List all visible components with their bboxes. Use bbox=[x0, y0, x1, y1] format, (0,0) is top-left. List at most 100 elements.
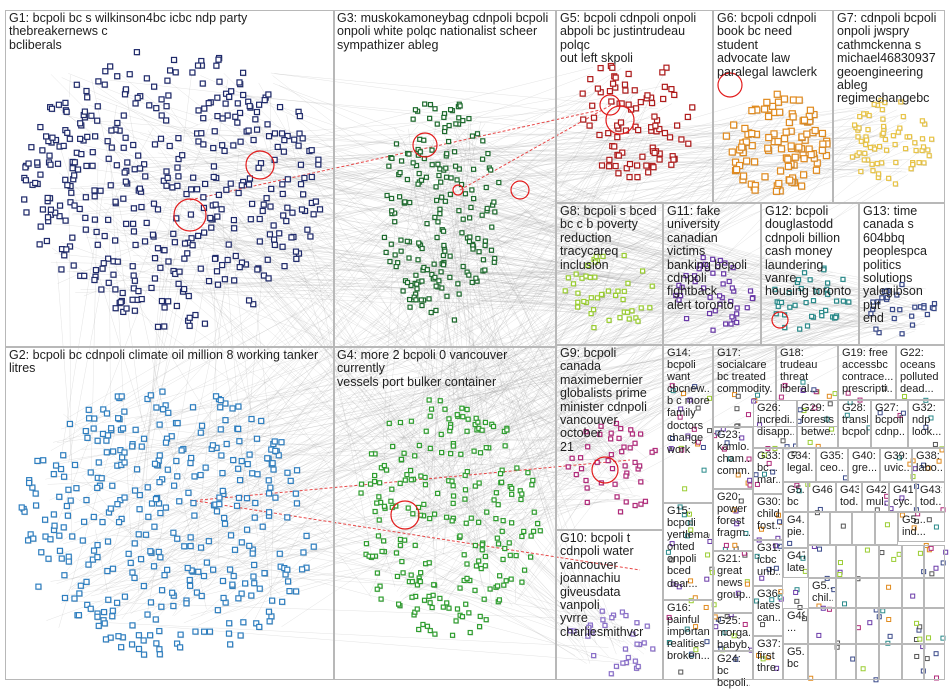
group-box-g16: G16: painful important realities broken.… bbox=[663, 600, 713, 680]
group-box-g15: G15: bcpoli yertlemac onted onpoli bced … bbox=[663, 503, 713, 600]
group-label-g34: G34: legal... bbox=[787, 450, 813, 474]
group-label-g41: G41: cyc... bbox=[893, 484, 913, 508]
group-label-g33: G33: bc... mar... bbox=[757, 450, 780, 486]
tiny-group-cell bbox=[856, 578, 879, 608]
group-box-g12: G12: bcpoli douglastodd cdnpoli billion … bbox=[761, 203, 859, 345]
group-label-g9: G9: bcpoli canada maximebernier globalis… bbox=[560, 347, 660, 454]
group-label-g26: G26: incredi... disapp... bbox=[757, 402, 794, 438]
group-label-g14: G14: bcpoli want cbcnew... b c more fami… bbox=[667, 347, 710, 456]
group-label-g53: G5... chil... bbox=[812, 580, 833, 604]
group-label-g46: G43: tod... bbox=[920, 484, 942, 508]
group-box-g33: G33: bc... mar... bbox=[753, 448, 783, 494]
group-box-g3: G3: muskokamoneybag cdnpoli bcpoli onpol… bbox=[333, 10, 556, 347]
tiny-group-cell bbox=[836, 578, 856, 608]
group-box-g29: G29: forests betwe... bbox=[797, 400, 838, 448]
tiny-group-cell bbox=[856, 644, 879, 680]
group-box-g46: G43: tod... bbox=[916, 482, 945, 512]
group-box-g50: G5... bc bbox=[783, 482, 808, 512]
group-label-g5: G5: bcpoli cdnpoli onpoli abpoli bc just… bbox=[560, 12, 710, 66]
group-label-g43: G43: tod... bbox=[840, 484, 859, 508]
group-box-g13: G13: time canada s 604bbq peoplespca pol… bbox=[859, 203, 945, 345]
group-box-g52: G5... bc bbox=[783, 644, 808, 680]
group-box-g43: G43: tod... bbox=[836, 482, 862, 512]
group-box-g60: G5... ind... bbox=[898, 512, 945, 542]
group-label-g48: G47: late... bbox=[787, 550, 805, 574]
group-box-g14: G14: bcpoli want cbcnew... b c more fami… bbox=[663, 345, 713, 503]
group-label-g11: G11: fake university canadian victims ba… bbox=[667, 205, 758, 312]
group-label-g27: G27: bcpoli cdnp... bbox=[875, 402, 905, 438]
tiny-group-cell bbox=[924, 578, 945, 608]
group-box-g4: G4: more 2 bcpoli 0 vancouver currently … bbox=[333, 347, 556, 680]
group-box-g19: G19: free accessbc contrace... prescript… bbox=[838, 345, 896, 400]
group-box-g20: G20: power forest fragm... bbox=[713, 489, 753, 551]
tiny-group-cell bbox=[856, 608, 879, 644]
group-label-g3: G3: muskokamoneybag cdnpoli bcpoli onpol… bbox=[337, 12, 553, 52]
group-label-g28: G28: transl... bcpol... bbox=[842, 402, 868, 438]
group-label-g16: G16: painful important realities broken.… bbox=[667, 602, 710, 662]
group-box-g38: G38: labo... bbox=[912, 448, 945, 482]
group-box-g23: G23: kamlo... cham... comm... bbox=[713, 427, 753, 489]
tiny-group-cell bbox=[879, 608, 902, 644]
group-label-g25: G25: morga... babyb... bbox=[717, 615, 750, 651]
group-label-g6: G6: bcpoli cdnpoli book bc need student … bbox=[717, 12, 830, 79]
group-box-g11: G11: fake university canadian victims ba… bbox=[663, 203, 761, 345]
group-box-g40: G40: gre... bbox=[848, 448, 880, 482]
group-label-g17: G17: socialcare bc treated commodity... bbox=[717, 347, 773, 395]
group-label-g24: G24: bc bcpoli... bbox=[717, 653, 750, 689]
group-label-g42: G42: mul... bbox=[866, 484, 886, 508]
tiny-group-cell bbox=[852, 512, 875, 545]
group-label-g1: G1: bcpoli bc s wilkinson4bc icbc ndp pa… bbox=[9, 12, 332, 52]
tiny-group-cell bbox=[836, 644, 856, 680]
group-box-g8: G8: bcpoli s bced bc c b poverty reducti… bbox=[556, 203, 663, 345]
group-label-g38: G38: labo... bbox=[916, 450, 942, 474]
group-label-g23: G23: kamlo... cham... comm... bbox=[717, 429, 750, 477]
tiny-group-cell bbox=[875, 512, 898, 545]
group-label-g4: G4: more 2 bcpoli 0 vancouver currently … bbox=[337, 349, 553, 389]
group-box-g35: G35: ceo... bbox=[816, 448, 848, 482]
group-box-g31: G31: icbc unb... bbox=[753, 540, 783, 586]
group-box-g41: G41: cyc... bbox=[889, 482, 916, 512]
group-label-g22: G22: oceans polluted dead... bbox=[900, 347, 942, 395]
tiny-group-cell bbox=[836, 608, 856, 644]
group-box-g49: G4... pie... bbox=[783, 512, 808, 548]
tiny-group-cell bbox=[808, 512, 830, 545]
group-label-g36: G36: latest can... bbox=[757, 588, 780, 624]
group-label-g13: G13: time canada s 604bbq peoplespca pol… bbox=[863, 205, 942, 325]
group-box-g37: G37: first thre... bbox=[753, 636, 783, 680]
group-box-g51: G49 ... bbox=[783, 608, 808, 644]
tiny-group-cell bbox=[879, 545, 902, 578]
group-label-g12: G12: bcpoli douglastodd cdnpoli billion … bbox=[765, 205, 856, 299]
group-label-g30: G30: child fost... bbox=[757, 496, 780, 532]
group-label-g7: G7: cdnpoli bcpoli onpoli jwspry cathmck… bbox=[837, 12, 942, 106]
group-box-g7: G7: cdnpoli bcpoli onpoli jwspry cathmck… bbox=[833, 10, 945, 203]
group-box-g36: G36: latest can... bbox=[753, 586, 783, 636]
network-node bbox=[795, 599, 799, 603]
group-label-g2: G2: bcpoli bc cdnpoli climate oil millio… bbox=[9, 349, 332, 376]
group-label-g10: G10: bcpoli t cdnpoli water vancouver jo… bbox=[560, 532, 660, 639]
group-box-g53: G5... chil... bbox=[808, 578, 836, 608]
group-label-g19: G19: free accessbc contrace... prescript… bbox=[842, 347, 893, 395]
tiny-group-cell bbox=[808, 545, 836, 578]
tiny-group-cell bbox=[902, 578, 924, 608]
group-label-g20: G20: power forest fragm... bbox=[717, 491, 750, 539]
group-box-g22: G22: oceans polluted dead... bbox=[896, 345, 945, 400]
group-box-g34: G34: legal... bbox=[783, 448, 816, 482]
tiny-group-cell bbox=[879, 578, 902, 608]
tiny-group-cell bbox=[902, 644, 924, 680]
tiny-group-cell bbox=[924, 608, 945, 644]
group-box-g9: G9: bcpoli canada maximebernier globalis… bbox=[556, 345, 663, 530]
tiny-group-cell bbox=[924, 545, 945, 578]
group-label-g32: G32: ndp look... bbox=[912, 402, 942, 438]
tiny-group-cell bbox=[830, 512, 852, 545]
tiny-group-cell bbox=[856, 545, 879, 578]
group-label-g47: G46 bbox=[812, 484, 833, 496]
group-box-g47: G46 bbox=[808, 482, 836, 512]
tiny-group-cell bbox=[902, 545, 924, 578]
group-label-g37: G37: first thre... bbox=[757, 638, 780, 674]
group-box-g2: G2: bcpoli bc cdnpoli climate oil millio… bbox=[5, 347, 335, 680]
group-label-g29: G29: forests betwe... bbox=[801, 402, 835, 438]
group-box-g6: G6: bcpoli cdnpoli book bc need student … bbox=[713, 10, 833, 203]
group-label-g50: G5... bc bbox=[787, 484, 805, 508]
group-box-g39: G39: uvic... bbox=[880, 448, 912, 482]
